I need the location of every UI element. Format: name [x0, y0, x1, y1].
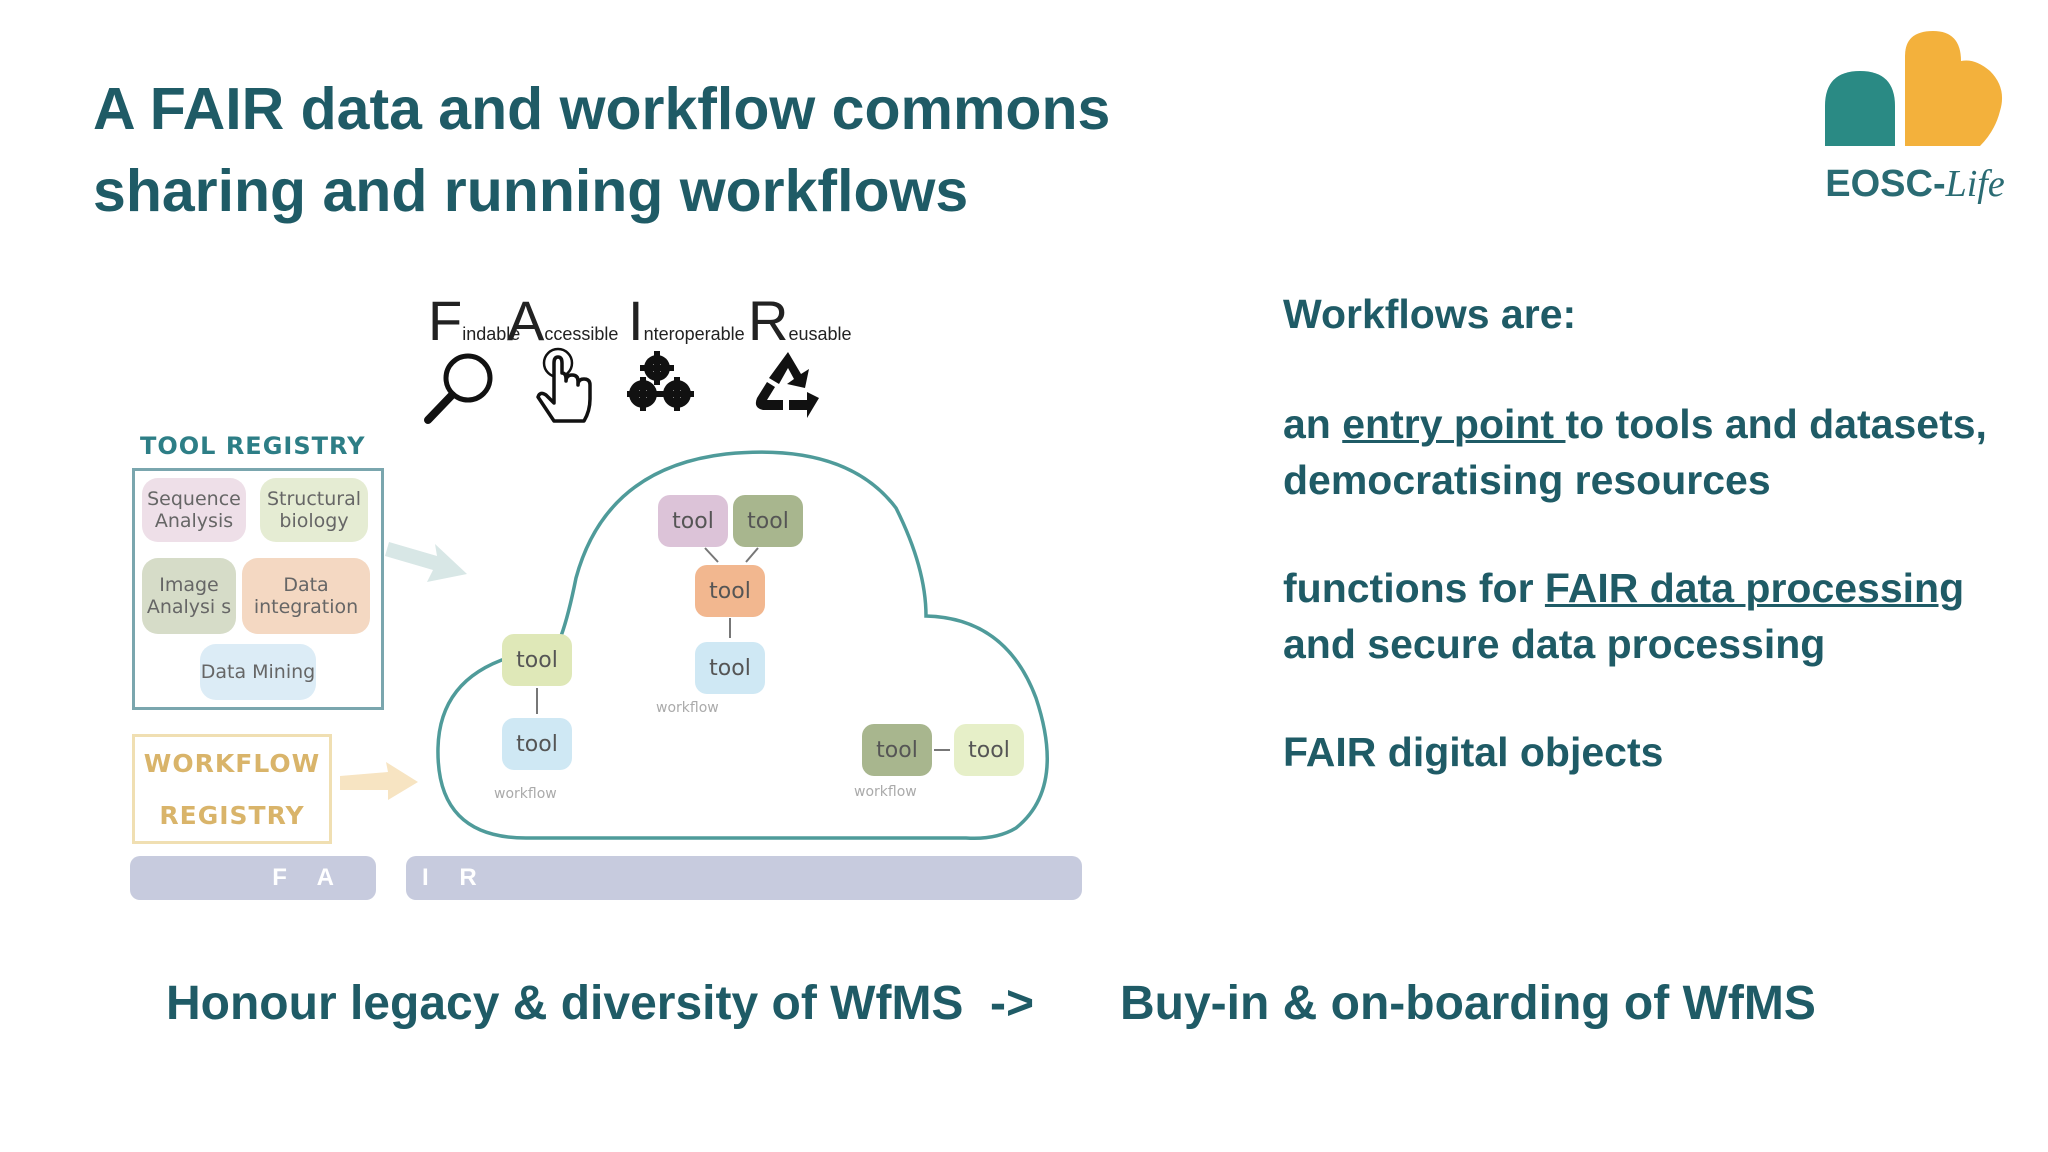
right-paragraph-3: FAIR digital objects	[1283, 729, 1664, 775]
bottom-left-text: Honour legacy & diversity of WfMS	[166, 977, 964, 1030]
title-line-2: sharing and running workflows	[93, 158, 969, 224]
eosc-life-logo: EOSC-Life	[1815, 26, 2015, 216]
tool-node: tool	[695, 565, 765, 617]
fair-findable: Findable	[428, 289, 521, 352]
workflow-registry-line-1: WORKFLOW	[143, 749, 321, 778]
tool-node: tool	[733, 495, 803, 547]
magnifier-icon	[424, 353, 493, 424]
arrow-workflow-to-cloud-icon	[340, 762, 418, 800]
gears-icon	[627, 351, 694, 411]
bottom-right-text: Buy-in & on-boarding of WfMS	[1120, 977, 1816, 1030]
tool-node: tool	[954, 724, 1024, 776]
fa-bar: F A	[130, 856, 376, 900]
bottom-arrow: ->	[990, 977, 1035, 1030]
workflow-label: workflow	[854, 784, 917, 800]
tool-node: tool	[862, 724, 932, 776]
tool-node: tool	[695, 642, 765, 694]
registry-image-analysis: Image Analysi s	[142, 558, 236, 634]
right-paragraph-1: an entry point to tools and datasets, de…	[1283, 401, 1987, 503]
right-paragraph-2: functions for FAIR data processing and s…	[1283, 565, 1965, 667]
logo-text: EOSC-Life	[1825, 163, 2005, 205]
cloud-heart-icon	[1825, 31, 2003, 146]
slide-title: A FAIR data and workflow commons sharing…	[93, 68, 1110, 232]
registry-data-integration: Data integration	[242, 558, 370, 634]
workflow-label: workflow	[494, 786, 557, 802]
registry-data-mining: Data Mining	[200, 644, 316, 700]
fair-reusable: Reusable	[748, 289, 852, 352]
recycle-icon	[755, 352, 819, 418]
ir-bar: I R	[406, 856, 1082, 900]
tool-node: tool	[658, 495, 728, 547]
entry-point-link[interactable]: entry point	[1342, 401, 1566, 447]
tool-registry-label: TOOL REGISTRY	[140, 432, 366, 460]
workflow-label: workflow	[656, 700, 719, 716]
title-line-1: A FAIR data and workflow commons	[93, 76, 1111, 142]
workflow-registry-box: WORKFLOW REGISTRY	[132, 734, 332, 844]
cloud-shape	[436, 450, 1049, 841]
fair-accessible: Accessible	[507, 289, 619, 352]
tool-node: tool	[502, 634, 572, 686]
workflow-registry-line-2: REGISTRY	[159, 801, 305, 830]
arrow-registry-to-cloud-icon	[385, 542, 467, 582]
fair-data-processing-link[interactable]: FAIR data processing	[1544, 565, 1965, 611]
fair-interoperable: Interoperable	[628, 289, 745, 352]
pointing-hand-icon	[536, 347, 592, 423]
tool-registry-box	[132, 468, 384, 710]
tool-node: tool	[502, 718, 572, 770]
registry-structural-biology: Structural biology	[260, 478, 368, 542]
right-heading: Workflows are:	[1283, 291, 1577, 337]
registry-sequence-analysis: Sequence Analysis	[142, 478, 246, 542]
